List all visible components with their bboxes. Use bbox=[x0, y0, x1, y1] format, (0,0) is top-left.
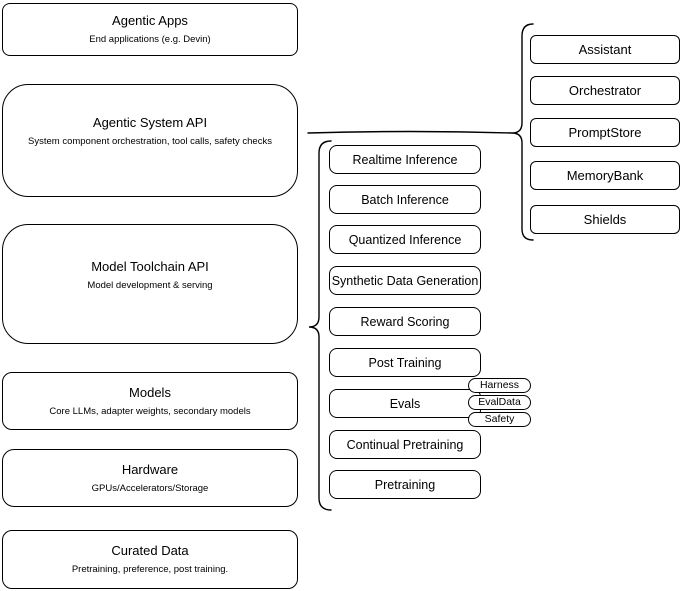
box-models: Models Core LLMs, adapter weights, secon… bbox=[2, 372, 298, 430]
system-item-orchestrator: Orchestrator bbox=[530, 76, 680, 105]
item-label: Synthetic Data Generation bbox=[331, 273, 479, 288]
box-subtitle: Core LLMs, adapter weights, secondary mo… bbox=[49, 405, 251, 417]
item-label: Realtime Inference bbox=[352, 152, 458, 167]
toolchain-item-quantized-inference: Quantized Inference bbox=[329, 225, 481, 254]
toolchain-item-synthetic-data-generation: Synthetic Data Generation bbox=[329, 266, 481, 295]
box-text-stack: Models Core LLMs, adapter weights, secon… bbox=[49, 385, 250, 418]
box-subtitle: Model development & serving bbox=[87, 279, 213, 291]
box-hardware: Hardware GPUs/Accelerators/Storage bbox=[2, 449, 298, 507]
box-text-stack: Curated Data Pretraining, preference, po… bbox=[72, 543, 228, 576]
item-label: Continual Pretraining bbox=[346, 437, 464, 452]
item-label: Evals bbox=[389, 396, 421, 411]
box-text-stack: Agentic Apps End applications (e.g. Devi… bbox=[89, 13, 210, 46]
item-label: Reward Scoring bbox=[360, 314, 450, 329]
tag-label: EvalData bbox=[478, 396, 521, 408]
tag-label: Safety bbox=[484, 413, 515, 425]
box-subtitle: End applications (e.g. Devin) bbox=[89, 34, 211, 45]
box-subtitle: System component orchestration, tool cal… bbox=[28, 136, 272, 147]
item-label: Assistant bbox=[578, 42, 632, 57]
box-text-stack: Model Toolchain API Model development & … bbox=[87, 259, 212, 292]
box-agentic-system-api: Agentic System API System component orch… bbox=[2, 84, 298, 197]
toolchain-item-pretraining: Pretraining bbox=[329, 470, 481, 499]
system-item-shields: Shields bbox=[530, 205, 680, 234]
item-label: Orchestrator bbox=[568, 83, 642, 98]
toolchain-item-reward-scoring: Reward Scoring bbox=[329, 307, 481, 336]
box-curated-data: Curated Data Pretraining, preference, po… bbox=[2, 530, 298, 589]
item-label: Pretraining bbox=[374, 477, 436, 492]
toolchain-item-evals: Evals bbox=[329, 389, 481, 418]
box-title: Models bbox=[129, 384, 171, 400]
box-title: Agentic System API bbox=[92, 115, 208, 130]
box-title: Hardware bbox=[121, 461, 179, 477]
box-title: Model Toolchain API bbox=[91, 258, 209, 274]
box-text-stack: Agentic System API System component orch… bbox=[28, 115, 272, 148]
toolchain-group-brace bbox=[308, 140, 332, 511]
system-api-connector-line bbox=[307, 130, 513, 134]
box-subtitle: Pretraining, preference, post training. bbox=[71, 564, 229, 575]
evals-tag-safety: Safety bbox=[468, 412, 531, 427]
toolchain-item-continual-pretraining: Continual Pretraining bbox=[329, 430, 481, 459]
evals-tag-harness: Harness bbox=[468, 378, 531, 393]
box-text-stack: Hardware GPUs/Accelerators/Storage bbox=[92, 462, 209, 495]
system-item-promptstore: PromptStore bbox=[530, 118, 680, 147]
item-label: PromptStore bbox=[568, 125, 642, 140]
item-label: Post Training bbox=[368, 355, 442, 370]
toolchain-item-realtime-inference: Realtime Inference bbox=[329, 145, 481, 174]
box-subtitle: GPUs/Accelerators/Storage bbox=[91, 482, 209, 494]
box-agentic-apps: Agentic Apps End applications (e.g. Devi… bbox=[2, 3, 298, 56]
system-item-assistant: Assistant bbox=[530, 35, 680, 64]
toolchain-item-post-training: Post Training bbox=[329, 348, 481, 377]
box-title: Agentic Apps bbox=[112, 13, 188, 28]
toolchain-item-batch-inference: Batch Inference bbox=[329, 185, 481, 214]
item-label: Shields bbox=[583, 212, 627, 227]
item-label: Batch Inference bbox=[361, 192, 449, 207]
tag-label: Harness bbox=[479, 379, 520, 391]
system-item-memorybank: MemoryBank bbox=[530, 161, 680, 190]
item-label: Quantized Inference bbox=[348, 232, 462, 247]
box-model-toolchain-api: Model Toolchain API Model development & … bbox=[2, 224, 298, 344]
item-label: MemoryBank bbox=[566, 168, 644, 183]
box-title: Curated Data bbox=[111, 543, 189, 558]
evals-tag-evaldata: EvalData bbox=[468, 395, 531, 410]
